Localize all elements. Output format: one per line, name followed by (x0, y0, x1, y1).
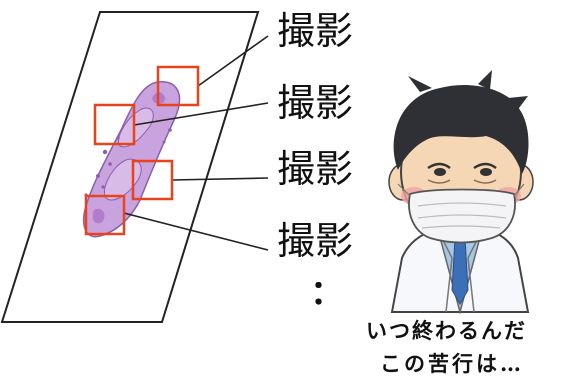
tired-doctor-figure (388, 70, 534, 315)
capture-frame-2[interactable] (93, 103, 136, 146)
capture-label-3: 撮影 (277, 147, 354, 191)
capture-frame-3[interactable] (131, 159, 174, 201)
tissue-section (82, 81, 181, 238)
speech-line-1: いつ終わるんだ (366, 318, 527, 343)
capture-label-1: 撮影 (277, 9, 354, 53)
capture-frame-1[interactable] (156, 65, 200, 107)
capture-frame-4[interactable] (84, 194, 126, 236)
continuation-mark: ： (310, 273, 344, 313)
speech-line-2: この苦行は… (380, 351, 524, 376)
capture-label-2: 撮影 (277, 81, 354, 125)
leader-lines (123, 35, 269, 251)
capture-label-4: 撮影 (277, 219, 354, 263)
